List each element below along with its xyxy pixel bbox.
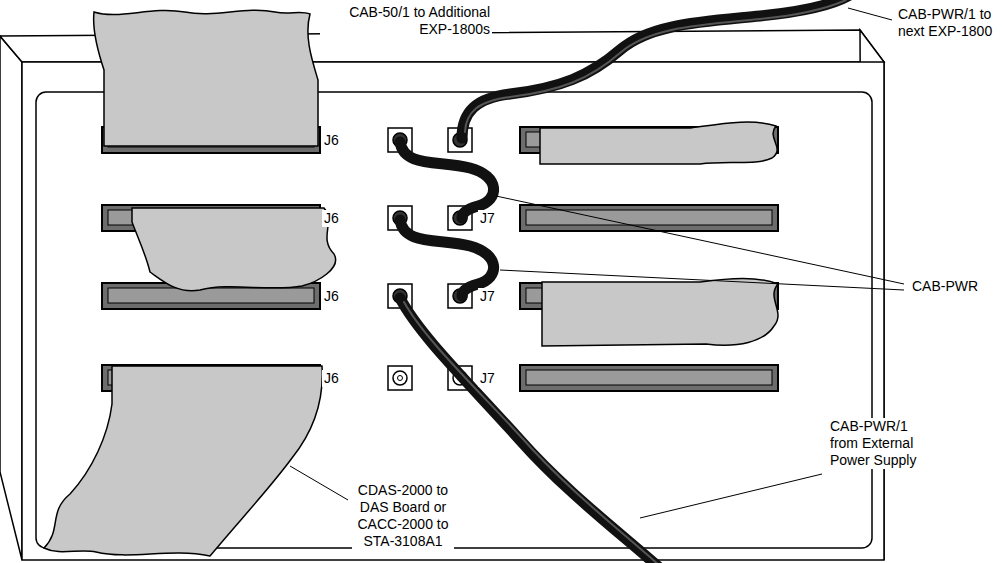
leader-line	[290, 466, 348, 500]
connector-label: J6	[322, 210, 341, 227]
ribbon-cable	[132, 208, 336, 291]
connector-insert	[526, 210, 772, 225]
cable-label-wrap: CDAS-2000 to DAS Board or CACC-2000 to S…	[352, 482, 454, 550]
connector-label: J6	[322, 132, 341, 149]
ribbon-cable	[540, 122, 777, 164]
power-cable	[400, 142, 494, 218]
cable-label: CAB-PWR	[910, 278, 980, 295]
cable-label-wrap: CAB-50/1 to Additional EXP-1800s	[320, 4, 492, 38]
connector-label: J6	[322, 288, 341, 305]
ribbon-cables	[44, 10, 778, 556]
power-cable	[400, 220, 494, 296]
leader-line	[496, 196, 904, 284]
ribbon-cable	[94, 10, 318, 146]
connector-label-wrap: J6	[322, 370, 341, 387]
chassis-side	[0, 36, 22, 560]
connector-label: J6	[322, 370, 341, 387]
ribbon-cable	[542, 279, 778, 347]
cable-label: CAB-PWR/1 to next EXP-1800	[896, 6, 998, 40]
connector-label-wrap: J7	[478, 370, 497, 387]
connector-label-wrap: J6	[322, 288, 341, 305]
d-connector	[520, 365, 778, 391]
leader-line	[848, 8, 892, 20]
power-cable-highlights	[404, 0, 846, 563]
cable-label-wrap: CAB-PWR/1 from External Power Supply	[828, 418, 932, 469]
d-connector	[520, 205, 778, 231]
connector-label: J7	[478, 370, 497, 387]
power-cable	[462, 0, 848, 138]
connector-label-wrap: J7	[478, 210, 497, 227]
cable-label-wrap: CAB-PWR	[910, 278, 980, 295]
leader-line	[500, 270, 904, 290]
connector-insert	[108, 288, 314, 303]
cable-highlight	[465, 0, 846, 132]
cable-label: CDAS-2000 to DAS Board or CACC-2000 to S…	[352, 482, 454, 550]
power-jack	[393, 371, 407, 385]
power-cables	[400, 0, 848, 563]
connector-insert	[526, 370, 772, 385]
cable-label: CAB-PWR/1 from External Power Supply	[828, 418, 932, 469]
leader-lines	[290, 8, 904, 518]
cable-label-wrap: CAB-PWR/1 to next EXP-1800	[896, 6, 998, 40]
connector-label-wrap: J6	[322, 132, 341, 149]
cable-label: CAB-50/1 to Additional EXP-1800s	[320, 4, 492, 38]
power-jack-plate	[388, 366, 412, 390]
leader-line	[640, 474, 822, 518]
power-jack-pin	[398, 376, 403, 381]
ribbon-cable	[44, 366, 322, 556]
connector-label-wrap: J6	[322, 210, 341, 227]
connector-label-wrap: J7	[478, 288, 497, 305]
connector-label: J7	[478, 288, 497, 305]
connector-label: J7	[478, 210, 497, 227]
